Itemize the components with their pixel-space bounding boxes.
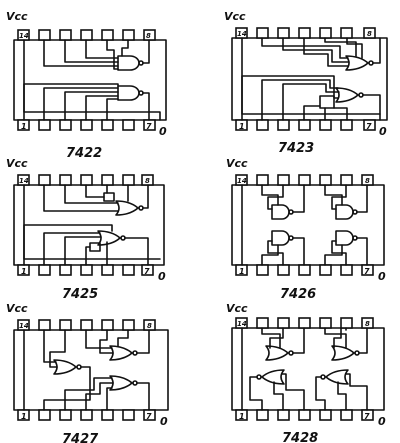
- pin-8-label: 8: [367, 30, 372, 38]
- chip-7425: Vcc 14 8 1 7 0: [6, 157, 166, 302]
- ground-label: 0: [159, 125, 167, 138]
- quad-nand-gates: [241, 184, 368, 266]
- pin-14-label: 14: [237, 320, 247, 328]
- nand-gates: [23, 39, 161, 121]
- ground-label: 0: [160, 415, 168, 428]
- chip-7423: Vcc 14 8 1 7 0: [224, 10, 388, 156]
- pin-1-label: 1: [21, 267, 27, 276]
- chip-label: 7426: [280, 287, 316, 302]
- pin-1-label: 1: [239, 412, 245, 421]
- top-pins: [235, 27, 376, 39]
- chip-label: 7425: [62, 287, 98, 302]
- ground-label: 0: [158, 270, 166, 283]
- chip-body: [231, 184, 385, 266]
- top-pins: [17, 319, 156, 331]
- chip-body: [13, 39, 167, 121]
- pin-8-label: 8: [365, 320, 370, 328]
- bottom-pins: [235, 119, 376, 131]
- chip-7427: Vcc 14 8 1 7 0: [6, 302, 169, 443]
- chip-label: 7422: [66, 146, 102, 161]
- pin-1-label: 1: [21, 412, 27, 421]
- pin-1-label: 1: [21, 122, 27, 131]
- pin-7-label: 7: [146, 412, 152, 421]
- bottom-pins: [17, 264, 154, 276]
- bottom-pins: [235, 409, 374, 421]
- pin-8-label: 8: [147, 322, 152, 330]
- pin-8-label: 8: [146, 32, 151, 40]
- pin-1-label: 1: [239, 122, 245, 131]
- top-pins: [235, 174, 374, 186]
- chip-7426: Vcc 14 8 1 7 0: [226, 157, 386, 302]
- pin-8-label: 8: [145, 177, 150, 185]
- pin-7-label: 7: [366, 122, 372, 131]
- ground-label: 0: [378, 415, 386, 428]
- pin-14-label: 14: [19, 32, 29, 40]
- pin-8-label: 8: [365, 177, 370, 185]
- top-pins: [17, 29, 156, 41]
- ground-label: 0: [379, 125, 387, 138]
- pin-1-label: 1: [239, 267, 245, 276]
- vcc-label: Vcc: [226, 302, 248, 315]
- quad-nor-buffer-gates: [241, 327, 368, 411]
- chip-7422: Vcc 14 8 1 7 0: [6, 10, 167, 161]
- pin-7-label: 7: [364, 267, 370, 276]
- bottom-pins: [235, 264, 374, 276]
- nor-gates-with-strobe: [23, 184, 161, 266]
- pin-14-label: 14: [237, 30, 247, 38]
- pin-7-label: 7: [364, 412, 370, 421]
- triple-nor-gates: [23, 329, 150, 411]
- top-pins: [17, 174, 154, 186]
- ground-label: 0: [378, 270, 386, 283]
- chip-7428: Vcc 14 8 1 7 0: [226, 302, 386, 443]
- top-pins: [235, 317, 374, 329]
- pin-14-label: 14: [19, 177, 29, 185]
- chip-body: [13, 329, 169, 411]
- nor-gates-with-expander: [241, 37, 381, 121]
- vcc-label: Vcc: [6, 302, 28, 315]
- pin-7-label: 7: [146, 122, 152, 131]
- pin-14-label: 14: [237, 177, 247, 185]
- vcc-label: Vcc: [226, 157, 248, 170]
- vcc-label: Vcc: [6, 157, 28, 170]
- bottom-pins: [17, 119, 156, 131]
- pin-7-label: 7: [144, 267, 150, 276]
- pin-14-label: 14: [19, 322, 29, 330]
- bottom-pins: [17, 409, 156, 421]
- chip-body: [231, 327, 385, 411]
- vcc-label: Vcc: [6, 10, 28, 23]
- chip-label: 7427: [62, 432, 99, 443]
- chip-label: 7423: [278, 141, 314, 156]
- vcc-label: Vcc: [224, 10, 246, 23]
- chip-label: 7428: [282, 431, 318, 443]
